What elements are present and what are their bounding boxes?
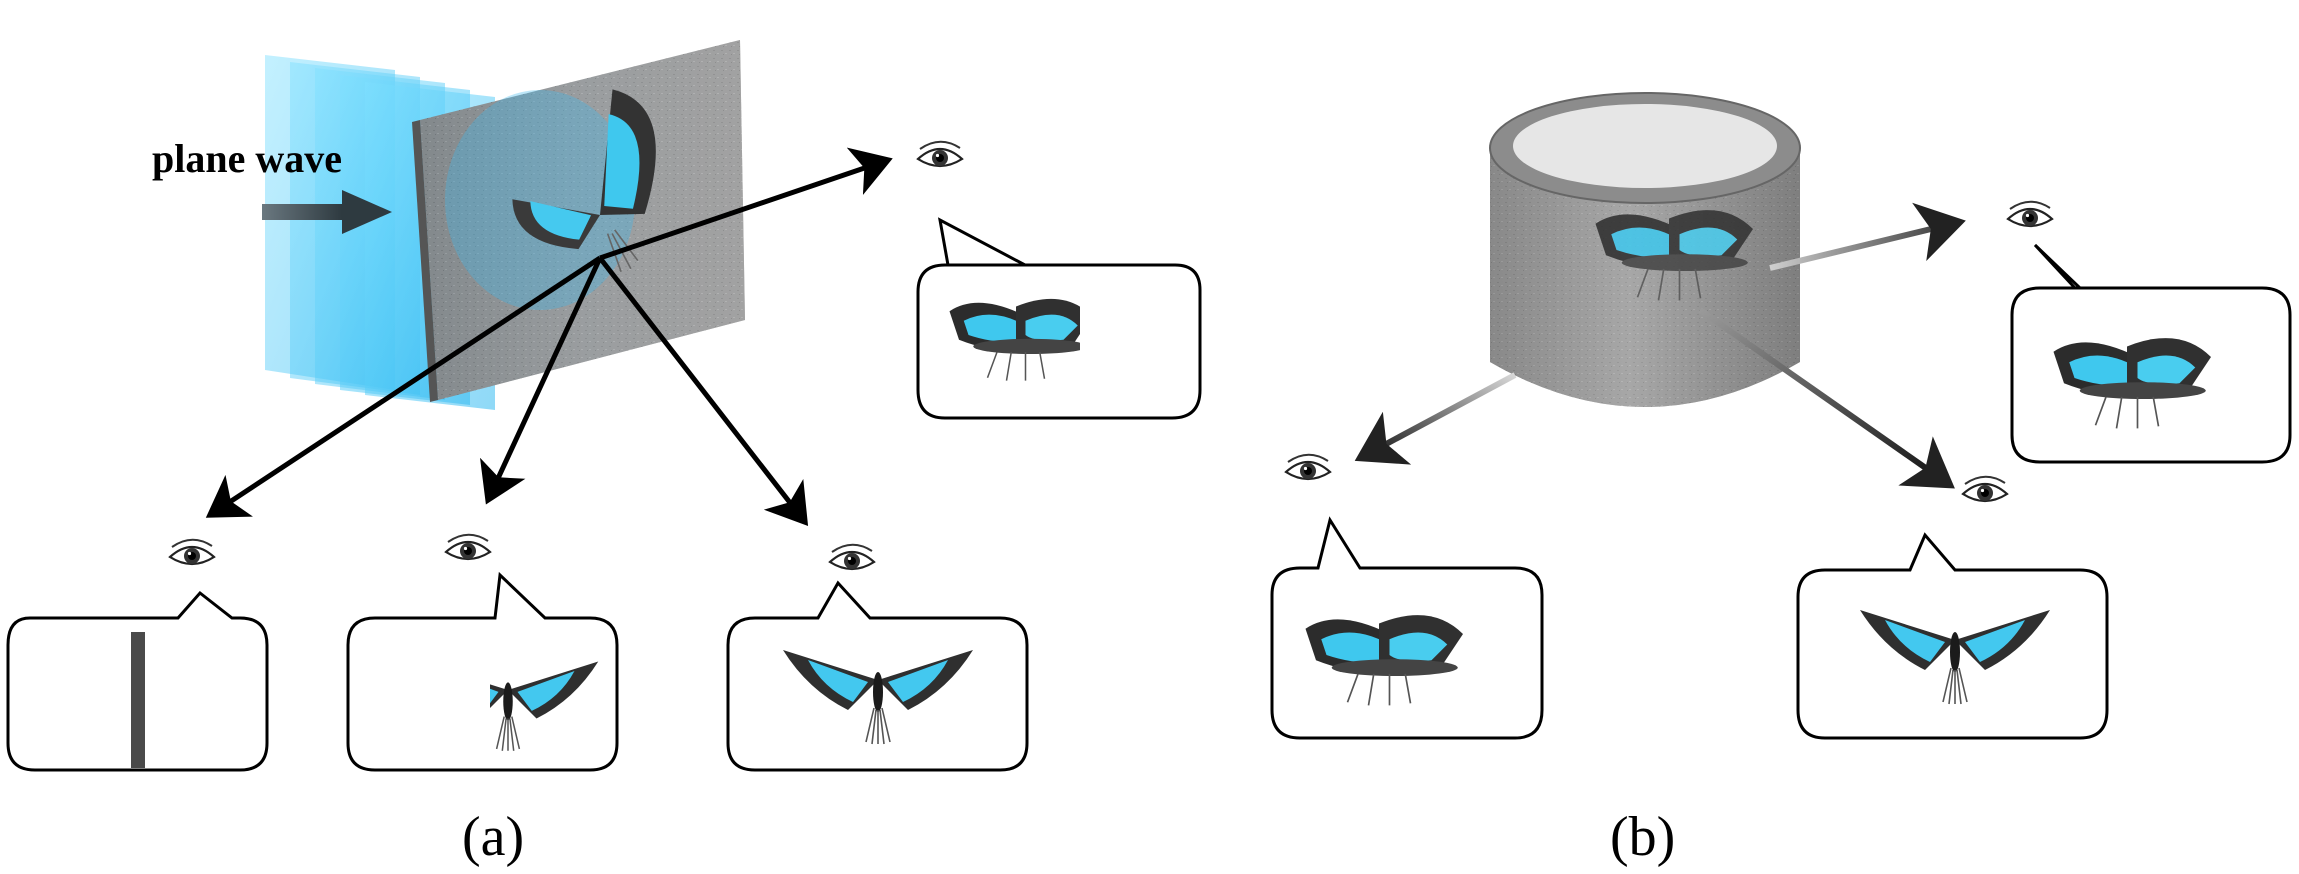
view-bubble-b-left (1270, 516, 1544, 740)
eye-icon (828, 543, 876, 571)
eye-icon (168, 538, 216, 566)
view-bubble-front (726, 580, 1029, 772)
view-arrows-a (205, 147, 893, 526)
eye-icon (2006, 200, 2054, 228)
caption-a: (a) (462, 806, 524, 868)
plane-wave-input-arrow (262, 190, 392, 234)
view-bubble-side (916, 217, 1202, 420)
caption-b: (b) (1610, 806, 1675, 868)
eye-icon (1961, 475, 2009, 503)
eye-icon (1284, 453, 1332, 481)
view-arrows-b (1354, 202, 1966, 489)
view-bubble-partial (346, 571, 619, 772)
view-bubble-b-right-bottom (1796, 532, 2109, 740)
plane-wave-label: plane wave (152, 136, 342, 181)
slit-bar (131, 632, 145, 768)
cylindrical-hologram (1489, 92, 1801, 407)
view-bubble-slit (6, 590, 269, 772)
eye-icon (916, 140, 964, 168)
eye-icon (444, 533, 492, 561)
plane-wave-sheets (265, 55, 495, 410)
panel-a: plane wave (6, 40, 1202, 868)
panel-b: (b) (1270, 92, 2292, 868)
view-bubble-b-right-top (2010, 243, 2292, 464)
reconstructed-butterfly (512, 89, 656, 272)
